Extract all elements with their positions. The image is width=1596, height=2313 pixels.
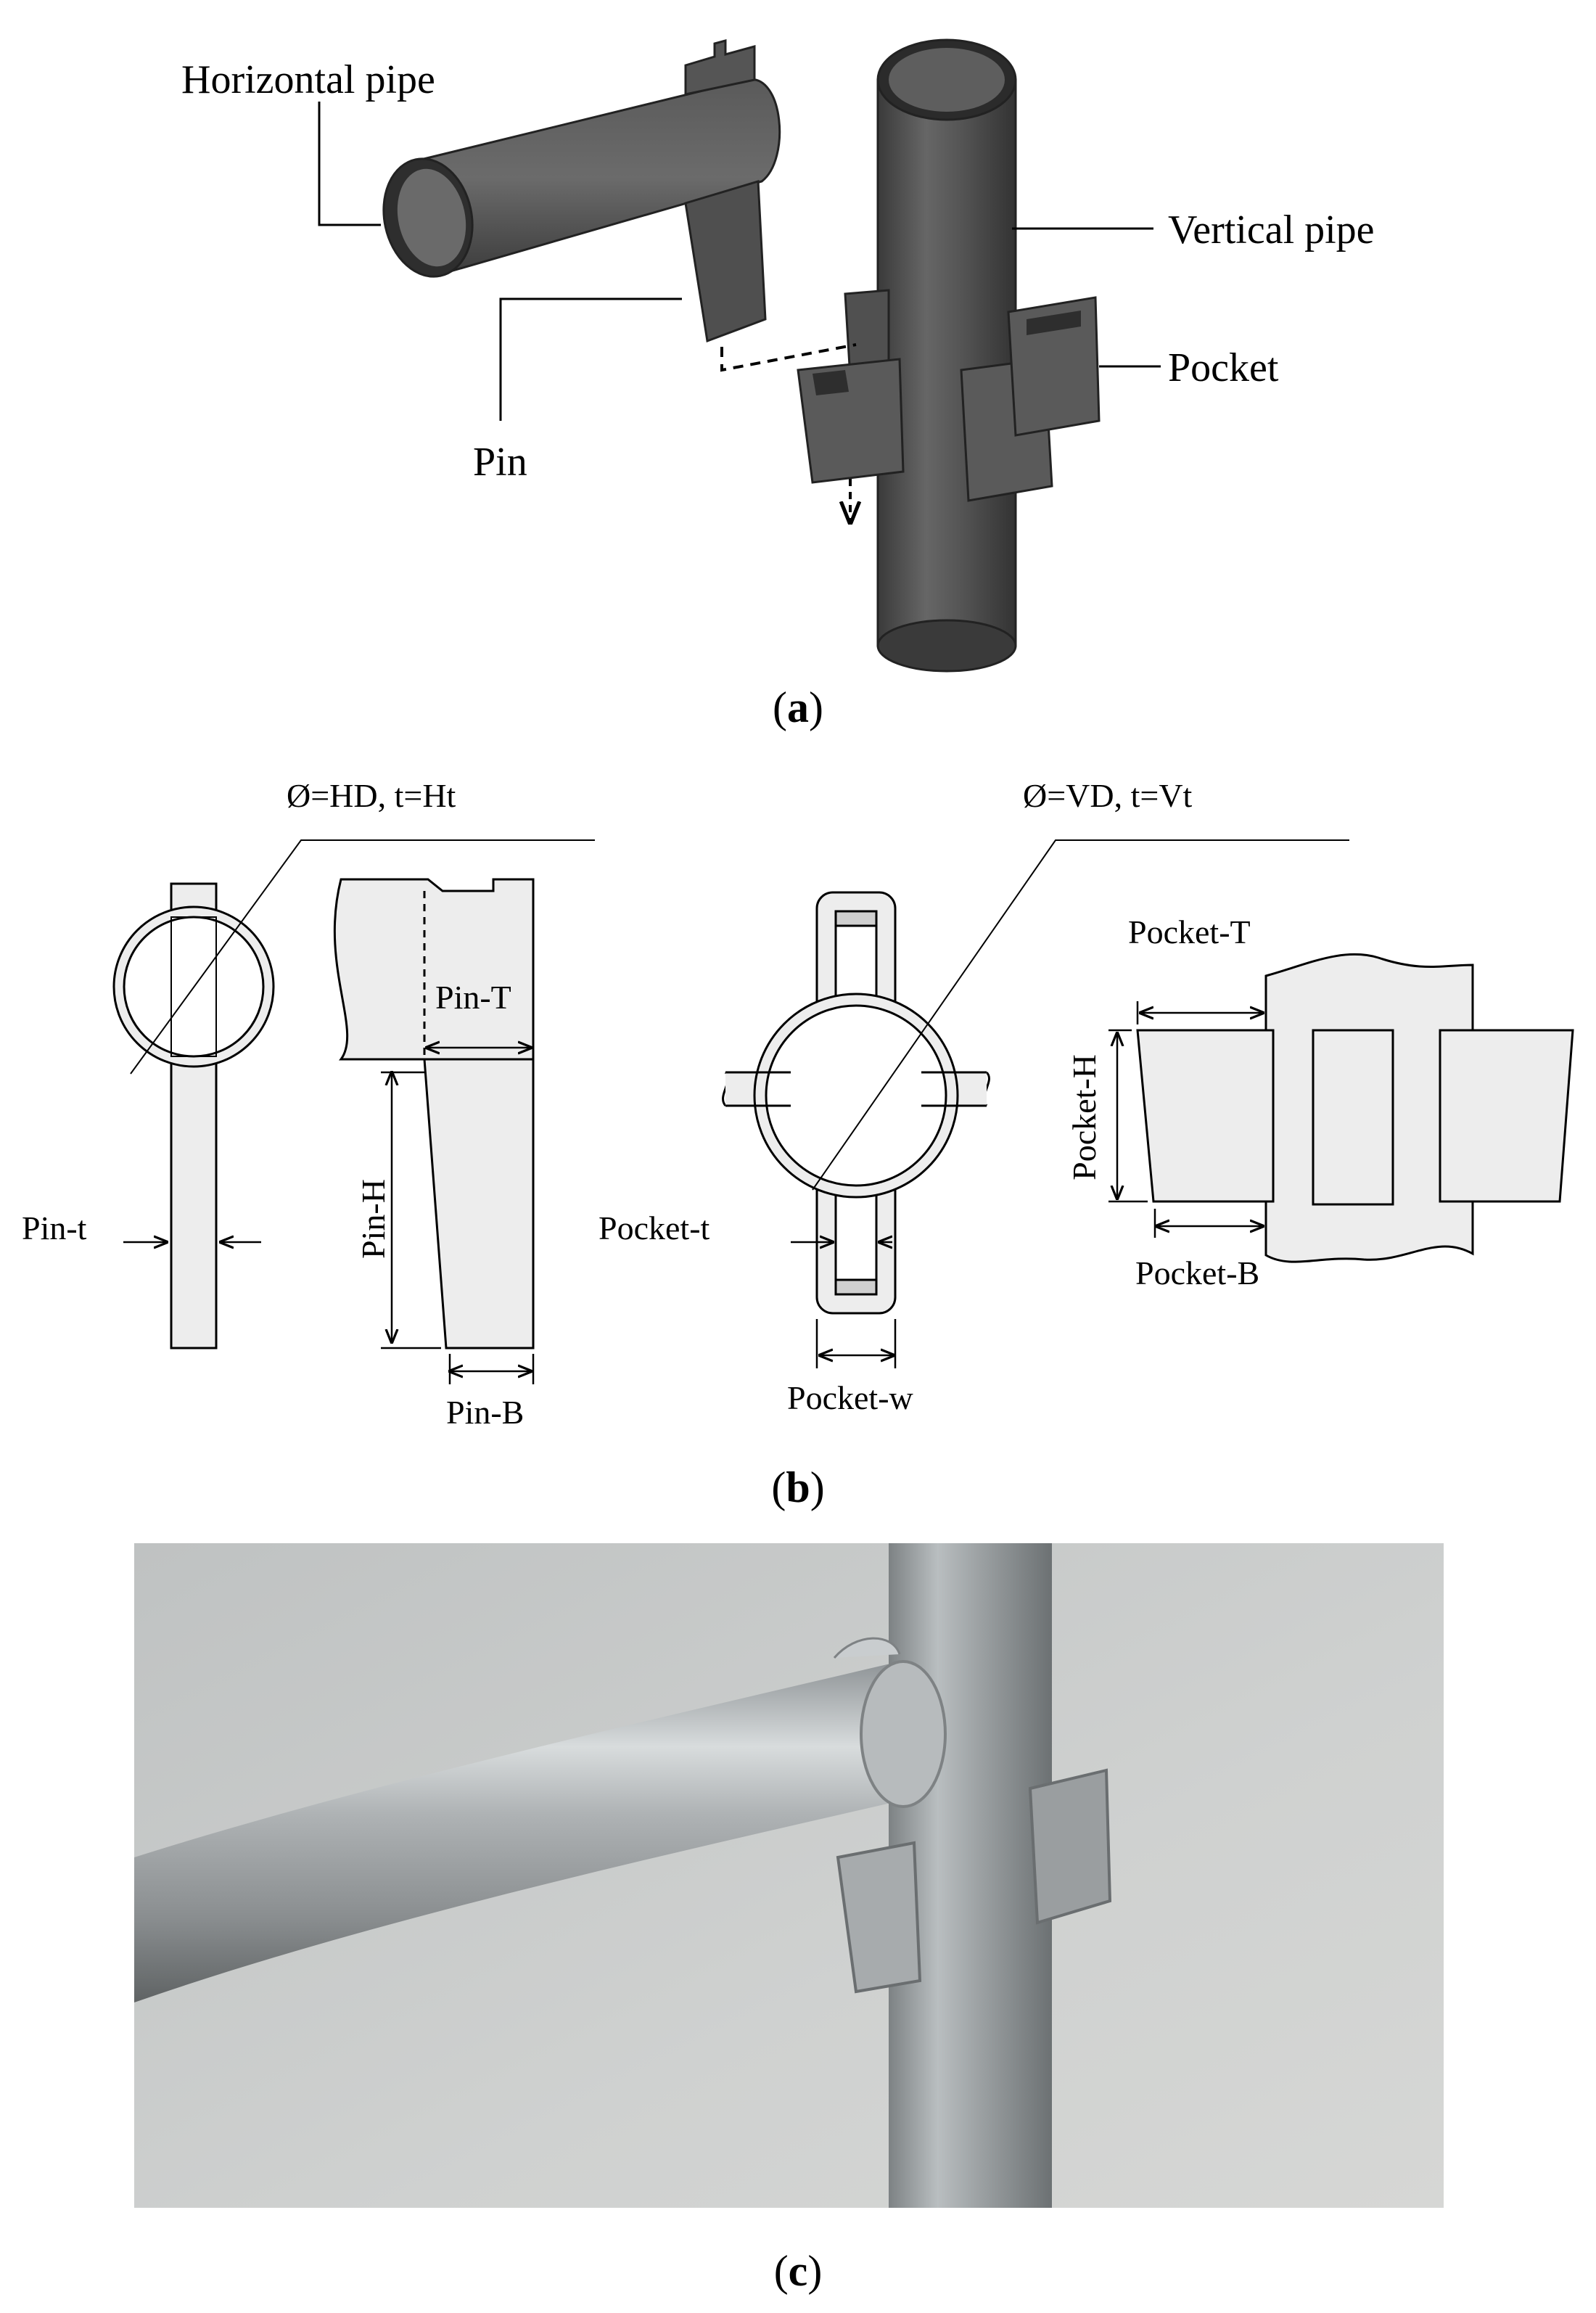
label-pin: Pin <box>473 440 527 485</box>
leader-pin <box>499 297 682 421</box>
label-pocket-T: Pocket-T <box>1128 913 1251 950</box>
label-pin-T: Pin-T <box>435 979 511 1016</box>
panel-c-photo <box>134 1543 1444 2208</box>
label-pocket-t: Pocket-t <box>598 1209 710 1246</box>
callout-hd <box>130 839 595 1075</box>
label-pocket-w: Pocket-w <box>787 1379 914 1416</box>
dimension-lines <box>123 1001 1267 1384</box>
pocket-side-view <box>1136 953 1574 1263</box>
leader-horizontal-pipe <box>318 102 381 226</box>
label-pin-t: Pin-t <box>22 1209 87 1246</box>
label-pin-B: Pin-B <box>446 1394 524 1431</box>
label-pocket-H: Pocket-H <box>1066 1054 1103 1180</box>
label-horizontal-pipe: Horizontal pipe <box>181 57 435 102</box>
vertical-pipe-model <box>876 38 1017 673</box>
pin-model <box>684 180 767 343</box>
panel-a: Horizontal pipe Vertical pipe Pocket Pin… <box>181 38 1375 731</box>
label-vertical-pipe: Vertical pipe <box>1168 208 1375 252</box>
caption-b: (b) <box>771 1463 824 1511</box>
horizontal-pipe-model <box>382 39 781 278</box>
caption-c: (c) <box>774 2247 823 2295</box>
pin-side-view <box>333 878 535 1349</box>
callout-vd <box>812 839 1349 1191</box>
pin-front-view <box>112 882 275 1349</box>
label-pocket: Pocket <box>1168 345 1279 390</box>
insertion-path <box>720 343 857 372</box>
panel-b-labels: Ø=HD, t=Ht Ø=VD, t=Vt Pin-t Pin-T Pin-H … <box>22 777 1259 1511</box>
caption-a: (a) <box>773 683 823 731</box>
label-pocket-B: Pocket-B <box>1135 1254 1259 1291</box>
pocket-models <box>797 289 1101 502</box>
panel-b <box>112 839 1574 1384</box>
label-hd-ht: Ø=HD, t=Ht <box>287 777 456 814</box>
pocket-top-view <box>722 891 990 1315</box>
label-vd-vt: Ø=VD, t=Vt <box>1023 777 1193 814</box>
label-pin-H: Pin-H <box>355 1179 392 1259</box>
